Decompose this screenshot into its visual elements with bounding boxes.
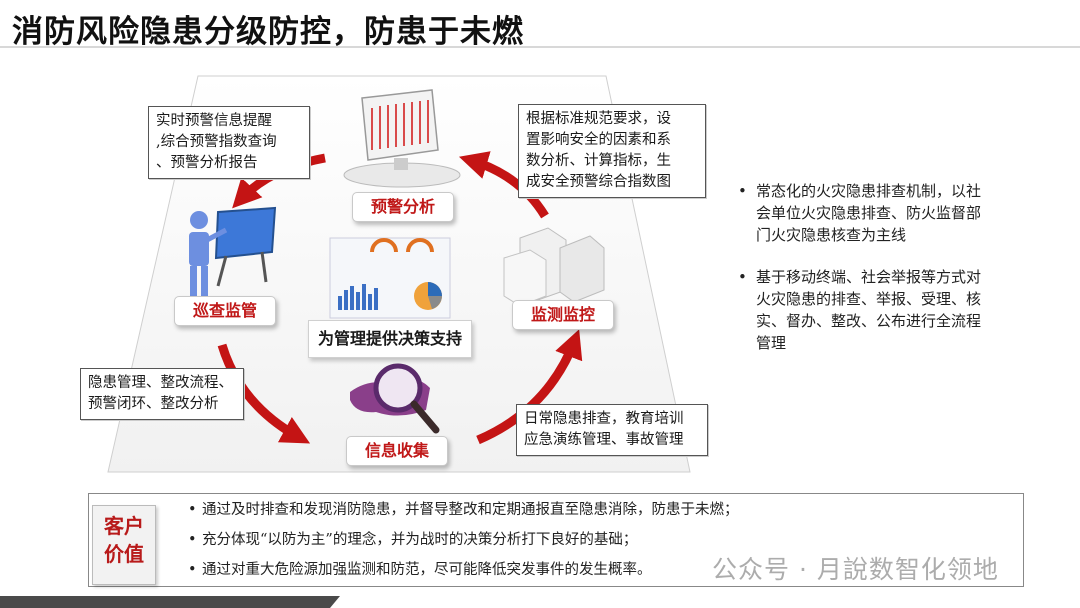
node-information-collection: 信息收集 xyxy=(346,436,448,466)
title-divider xyxy=(0,46,1080,48)
customer-value-item: • 通过对重大危险源加强监测和防范，尽可能降低突发事件的发生概率。 xyxy=(188,558,652,579)
bullet-line: 火灾隐患的排查、举报、受理、核 xyxy=(756,290,982,308)
bullet-dot: • xyxy=(188,502,197,518)
customer-value-item: • 通过及时排查和发现消防隐患，并督导整改和定期通报直至隐患消除，防患于未燃； xyxy=(188,498,739,519)
note-hazard-management: 隐患管理、整改流程、 预警闭环、整改分析 xyxy=(80,368,244,420)
bullet-item: • 常态化的火灾隐患排查机制，以社 会单位火灾隐患排查、防火监督部 门火灾隐患核… xyxy=(738,180,1056,246)
arrow-left-to-bottom xyxy=(217,343,311,444)
note-line: 置影响安全的因素和系 xyxy=(526,132,671,148)
bullet-item: • 基于移动终端、社会举报等方式对 火灾隐患的排查、举报、受理、核 实、督办、整… xyxy=(738,266,1056,354)
note-line: 隐患管理、整改流程、 xyxy=(88,375,233,391)
customer-value-panel xyxy=(88,493,1024,587)
customer-value-label: 客户 价值 xyxy=(92,505,156,585)
bullet-line: 实、督办、整改、公布进行全流程 xyxy=(756,312,982,330)
note-warning-info: 实时预警信息提醒 ,综合预警指数查询 、预警分析报告 xyxy=(148,106,310,179)
bullet-dot: • xyxy=(188,562,197,578)
note-line: ,综合预警指数查询 xyxy=(156,134,277,150)
bottom-accent-bar xyxy=(0,596,340,608)
bullet-dot: • xyxy=(188,532,197,548)
watermark-text: 公众号 · 月說数智化领地 xyxy=(712,555,999,584)
customer-value-label-line: 客户 xyxy=(104,514,144,538)
dashboard-image xyxy=(329,237,451,319)
customer-value-item: • 充分体现“以防为主”的理念，并为战时的决策分析打下良好的基础； xyxy=(188,528,637,549)
node-monitoring-control: 监测监控 xyxy=(512,300,614,330)
buildings-icon xyxy=(503,227,605,307)
bullet-line: 门火灾隐患核查为主线 xyxy=(756,226,907,244)
bullet-dot: • xyxy=(738,182,747,200)
customer-value-text: 通过及时排查和发现消防隐患，并督导整改和定期通报直至隐患消除，防患于未燃； xyxy=(202,502,739,518)
bullet-line: 管理 xyxy=(756,334,787,352)
node-patrol-supervision: 巡查监管 xyxy=(174,296,276,326)
bullet-list: • 常态化的火灾隐患排查机制，以社 会单位火灾隐患排查、防火监督部 门火灾隐患核… xyxy=(738,180,1056,354)
note-line: 日常隐患排查，教育培训 xyxy=(524,411,684,427)
customer-value-label-line: 价值 xyxy=(104,542,144,566)
note-line: 实时预警信息提醒 xyxy=(156,113,272,129)
presenter-board-icon xyxy=(189,206,277,296)
note-line: 数分析、计算指标，生 xyxy=(526,153,671,169)
arrow-bottom-to-right xyxy=(476,329,583,445)
customer-value-text: 通过对重大危险源加强监测和防范，尽可能降低突发事件的发生概率。 xyxy=(202,562,652,578)
page-title: 消防风险隐患分级防控，防患于未燃 xyxy=(12,14,524,50)
note-line: 成安全预警综合指数图 xyxy=(526,174,671,190)
note-line: 应急演练管理、事故管理 xyxy=(524,432,684,448)
note-daily-inspection: 日常隐患排查，教育培训 应急演练管理、事故管理 xyxy=(516,404,708,456)
magnifier-icon xyxy=(350,363,440,434)
arrow-right-to-top xyxy=(458,151,549,219)
bullet-line: 常态化的火灾隐患排查机制，以社 xyxy=(756,182,982,200)
note-line: 、预警分析报告 xyxy=(156,155,258,171)
note-standards: 根据标准规范要求，设 置影响安全的因素和系 数分析、计算指标，生 成安全预警综合… xyxy=(518,104,706,198)
note-line: 预警闭环、整改分析 xyxy=(88,396,219,412)
customer-value-text: 充分体现“以防为主”的理念，并为战时的决策分析打下良好的基础； xyxy=(202,532,638,548)
node-warning-analysis: 预警分析 xyxy=(352,192,454,222)
monitor-icon xyxy=(343,89,461,188)
bullet-line: 会单位火灾隐患排查、防火监督部 xyxy=(756,204,982,222)
decision-support-label: 为管理提供决策支持 xyxy=(308,320,472,358)
bullet-line: 基于移动终端、社会举报等方式对 xyxy=(756,268,982,286)
note-line: 根据标准规范要求，设 xyxy=(526,111,671,127)
bullet-dot: • xyxy=(738,268,747,286)
